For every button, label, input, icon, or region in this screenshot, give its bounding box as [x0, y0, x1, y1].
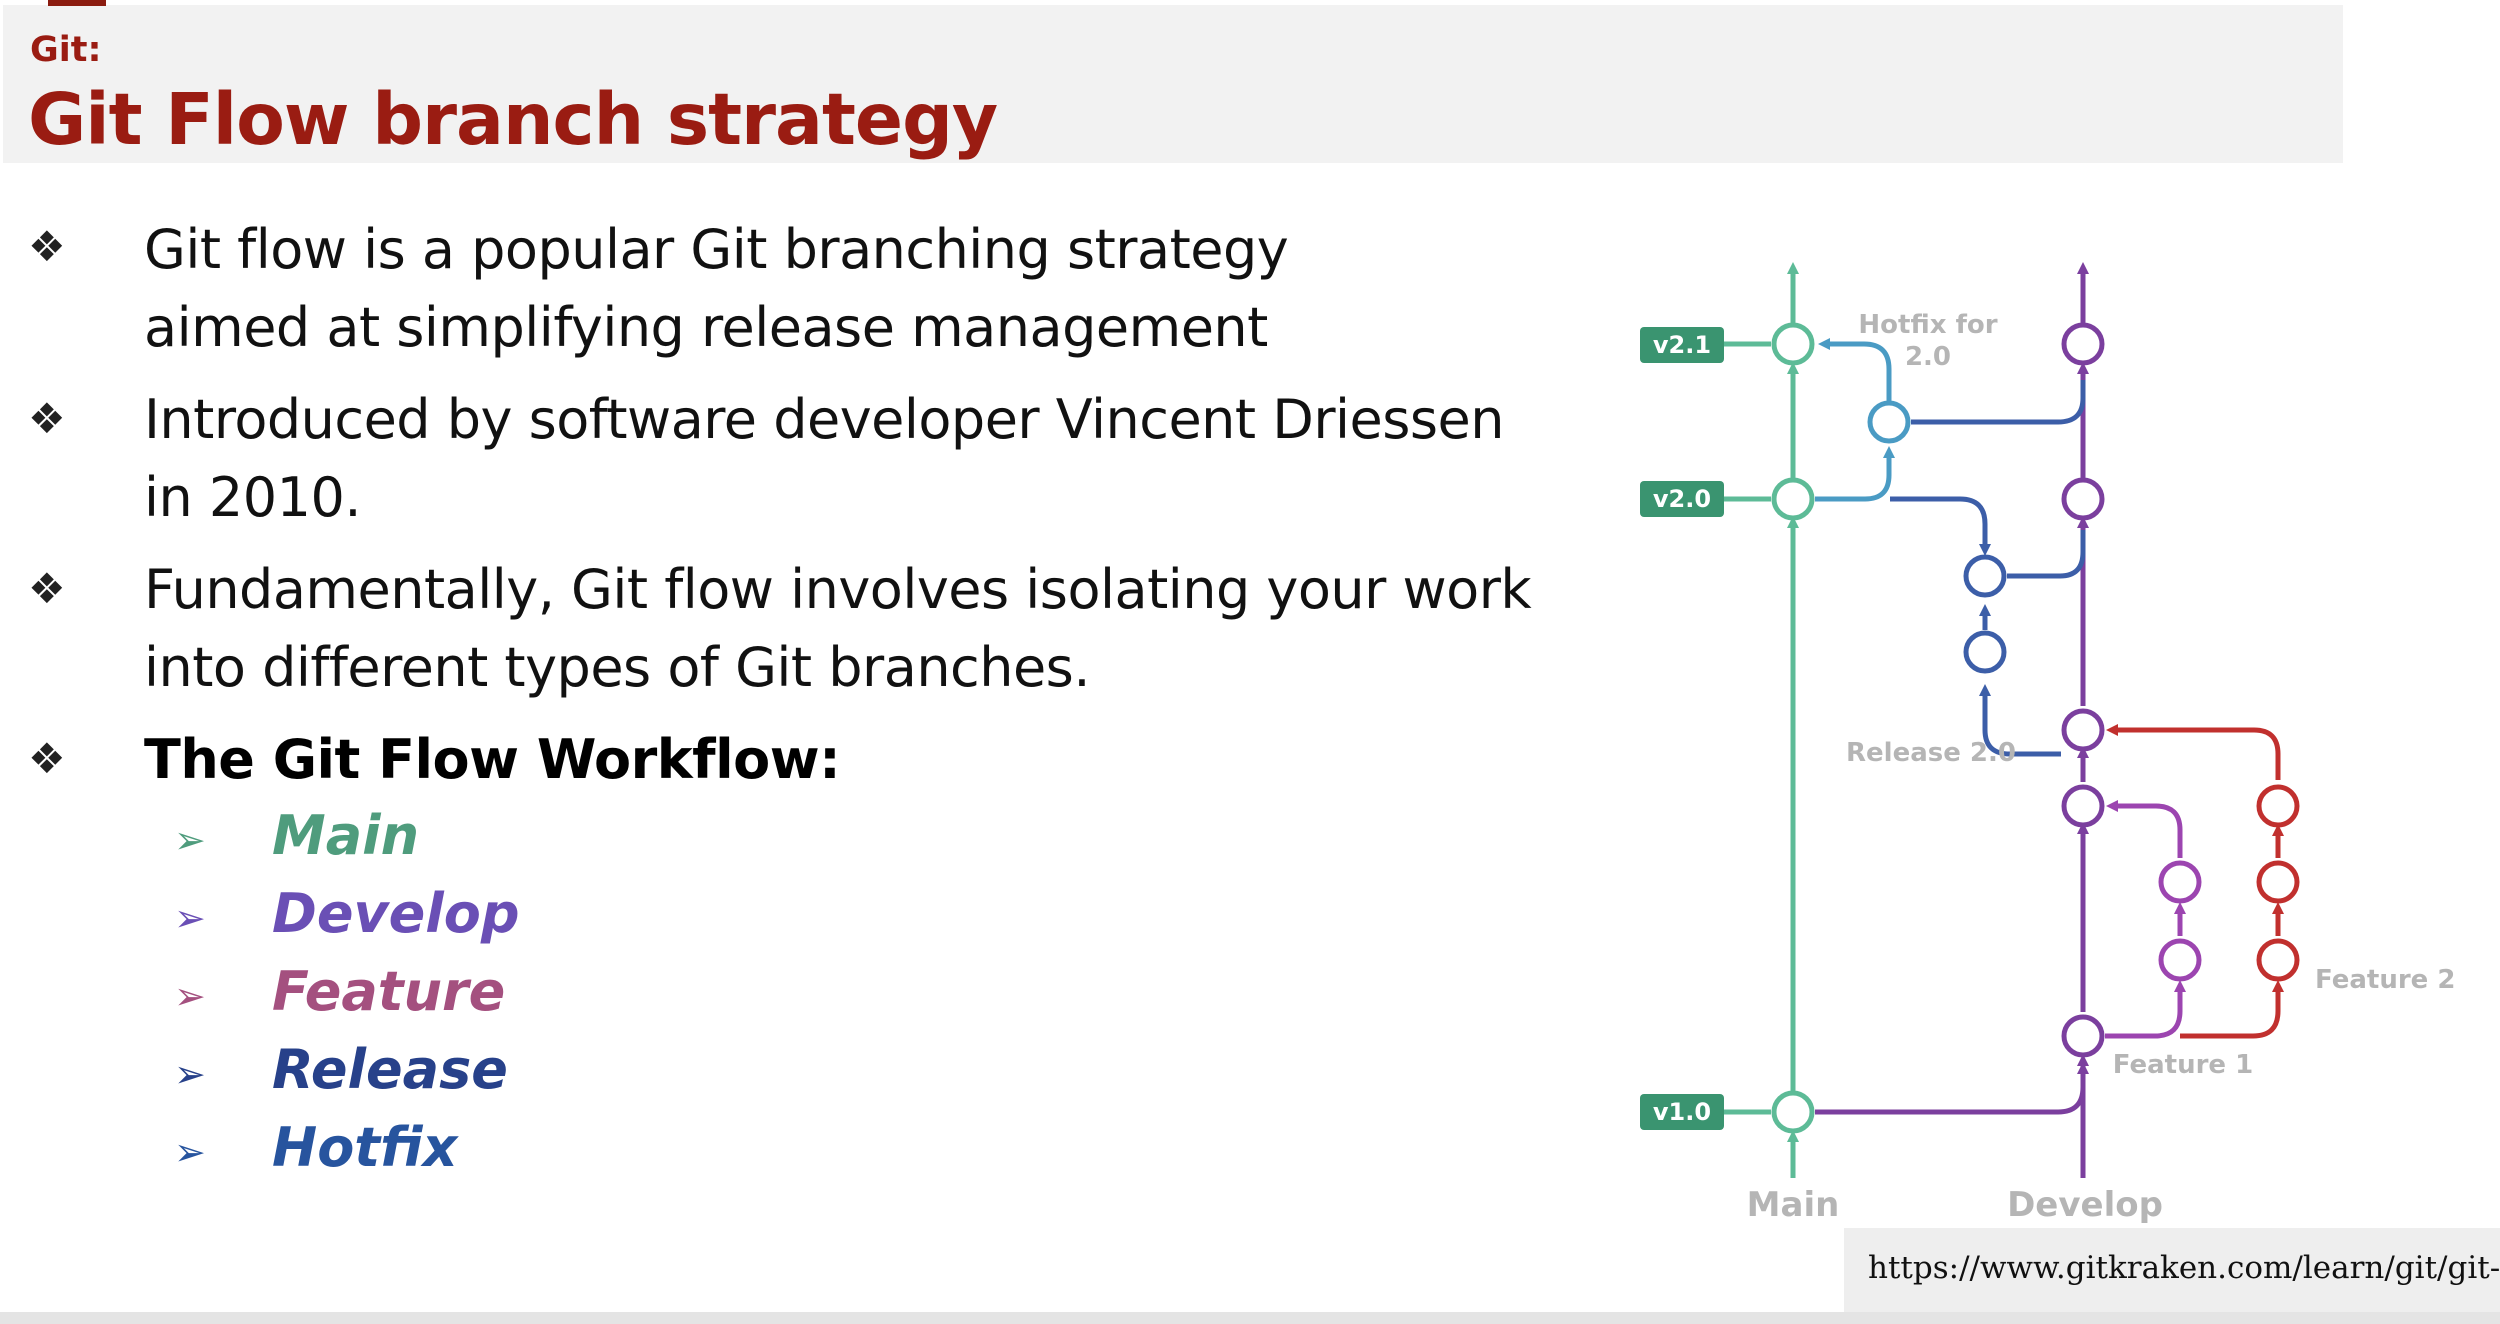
release-branch-line	[1890, 380, 2086, 757]
bottom-divider	[0, 1312, 2500, 1324]
arrow-bullet-icon: ➢	[174, 818, 206, 862]
label-release: Release 2.0	[1846, 738, 2016, 768]
develop-commit-node	[2061, 708, 2105, 752]
arrow-bullet-icon: ➢	[174, 1052, 206, 1096]
bullet-1-line-2: aimed at simplifying release management	[144, 296, 1268, 359]
tag-v1-0: v1.0	[1653, 1098, 1711, 1126]
bullet-4-line-1: The Git Flow Workflow:	[144, 728, 841, 791]
bullet-diamond-icon: ❖	[28, 222, 66, 271]
label-develop: Develop	[2007, 1185, 2163, 1225]
develop-commit-node	[2061, 1014, 2105, 1058]
hotfix-commit-node	[1867, 400, 1911, 444]
label-hotfix-line-1: Hotfix for	[1858, 310, 1997, 340]
source-box	[1844, 1228, 2500, 1318]
tag-v2-0-badge	[1640, 481, 1724, 517]
workflow-item-feature: Feature	[272, 960, 506, 1023]
slide-header	[3, 5, 2343, 163]
workflow-item-release: Release	[272, 1038, 508, 1101]
feature-2-commit-node	[2256, 860, 2300, 904]
bullet-2-line-1: Introduced by software developer Vincent…	[144, 388, 1504, 451]
label-feature-1: Feature 1	[2113, 1050, 2253, 1080]
tag-v2-1-badge	[1640, 327, 1724, 363]
bullet-1-line-1: Git flow is a popular Git branching stra…	[144, 218, 1289, 281]
arrow-bullet-icon: ➢	[174, 896, 206, 940]
tag-v2-1: v2.1	[1653, 331, 1711, 359]
bullet-2-line-2: in 2010.	[144, 466, 361, 529]
arrow-bullet-icon: ➢	[174, 974, 206, 1018]
feature-1-branch-line	[2105, 800, 2186, 1039]
develop-branch-line	[1815, 262, 2089, 1178]
label-feature-2: Feature 2	[2315, 965, 2455, 995]
feature-2-commit-node	[2256, 784, 2300, 828]
tag-v2-0: v2.0	[1653, 485, 1711, 513]
release-commit-node	[1963, 554, 2007, 598]
release-commit-node	[1963, 630, 2007, 674]
feature-2-branch-line	[2106, 724, 2284, 1039]
label-main: Main	[1747, 1185, 1840, 1225]
slide-kicker: Git:	[30, 30, 102, 70]
bullet-diamond-icon: ❖	[28, 734, 66, 783]
tag-v1-0-badge	[1640, 1094, 1724, 1130]
workflow-item-main: Main	[272, 804, 420, 867]
bullet-3-line-1: Fundamentally, Git flow involves isolati…	[144, 558, 1532, 621]
feature-2-commit-node	[2256, 938, 2300, 982]
main-commit-node	[1771, 322, 1815, 366]
arrow-bullet-icon: ➢	[174, 1130, 206, 1174]
bullet-diamond-icon: ❖	[28, 394, 66, 443]
workflow-item-hotfix: Hotfix	[272, 1116, 458, 1179]
feature-1-commit-node	[2158, 938, 2202, 982]
develop-commit-node	[2061, 784, 2105, 828]
label-hotfix-line-2: 2.0	[1905, 342, 1951, 372]
main-commit-node	[1771, 1090, 1815, 1134]
bullet-diamond-icon: ❖	[28, 564, 66, 613]
header-accent	[48, 0, 106, 6]
main-branch-line	[1690, 262, 1799, 1178]
hotfix-branch-line	[1815, 338, 1895, 502]
workflow-item-develop: Develop	[272, 882, 520, 945]
develop-commit-node	[2061, 477, 2105, 521]
slide-title: Git Flow branch strategy	[28, 78, 998, 161]
feature-1-commit-node	[2158, 860, 2202, 904]
source-link[interactable]: https://www.gitkraken.com/learn/git/git-…	[1868, 1250, 2500, 1286]
develop-commit-node	[2061, 322, 2105, 366]
main-commit-node	[1771, 477, 1815, 521]
bullet-3-line-2: into different types of Git branches.	[144, 636, 1091, 699]
